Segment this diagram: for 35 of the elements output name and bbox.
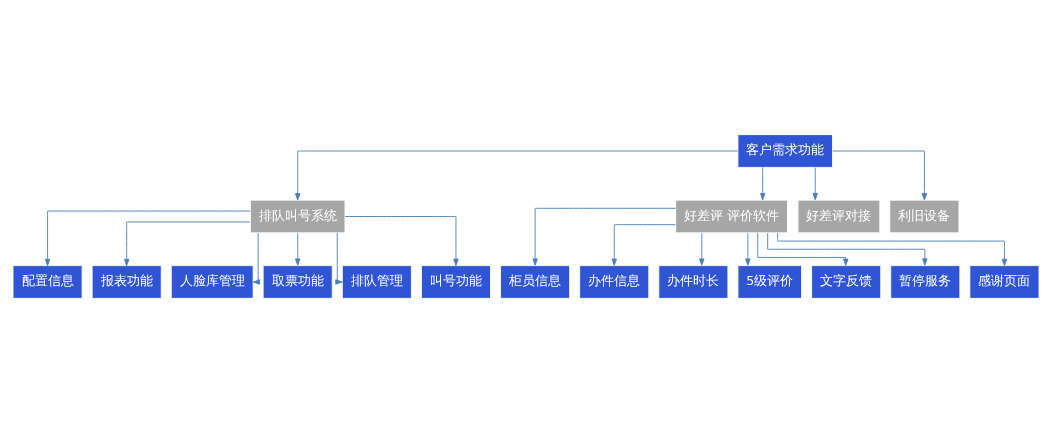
node-box: 客户需求功能 [737,133,833,168]
arrow [532,207,676,266]
node-box: 排队叫号系统 [249,199,346,233]
arrow [745,232,751,266]
node-box: 5级评价 [737,264,803,299]
arrow [344,215,459,266]
node-box: 人脸库管理 [170,264,254,299]
node-box: 排队管理 [341,264,412,299]
arrow [611,223,676,266]
node-box: 配置信息 [12,264,83,299]
node-box: 柜员信息 [500,264,571,299]
arrow [699,232,705,266]
node-box: 好差评 评价软件 [675,199,788,233]
arrow [252,232,261,285]
node-box: 感谢页面 [969,264,1040,299]
node-box: 暂停服务 [890,264,961,299]
node-box: 办件时长 [658,264,729,299]
arrow [124,221,251,266]
arrow [760,166,766,200]
arrow [832,150,928,200]
arrow [44,210,251,266]
arrow [295,232,301,266]
arrow [777,232,1008,266]
arrow [295,150,739,200]
node-box: 办件信息 [579,264,650,299]
node-box: 取票功能 [262,264,333,299]
arrow [335,232,343,285]
arrow [767,232,928,266]
node-box: 文字反馈 [811,264,882,299]
arrow [812,166,818,200]
node-box: 好差评对接 [797,199,881,233]
node-box: 报表功能 [91,264,162,299]
node-box: 叫号功能 [420,264,491,299]
node-box: 利旧设备 [889,199,960,233]
arrow [757,231,849,266]
